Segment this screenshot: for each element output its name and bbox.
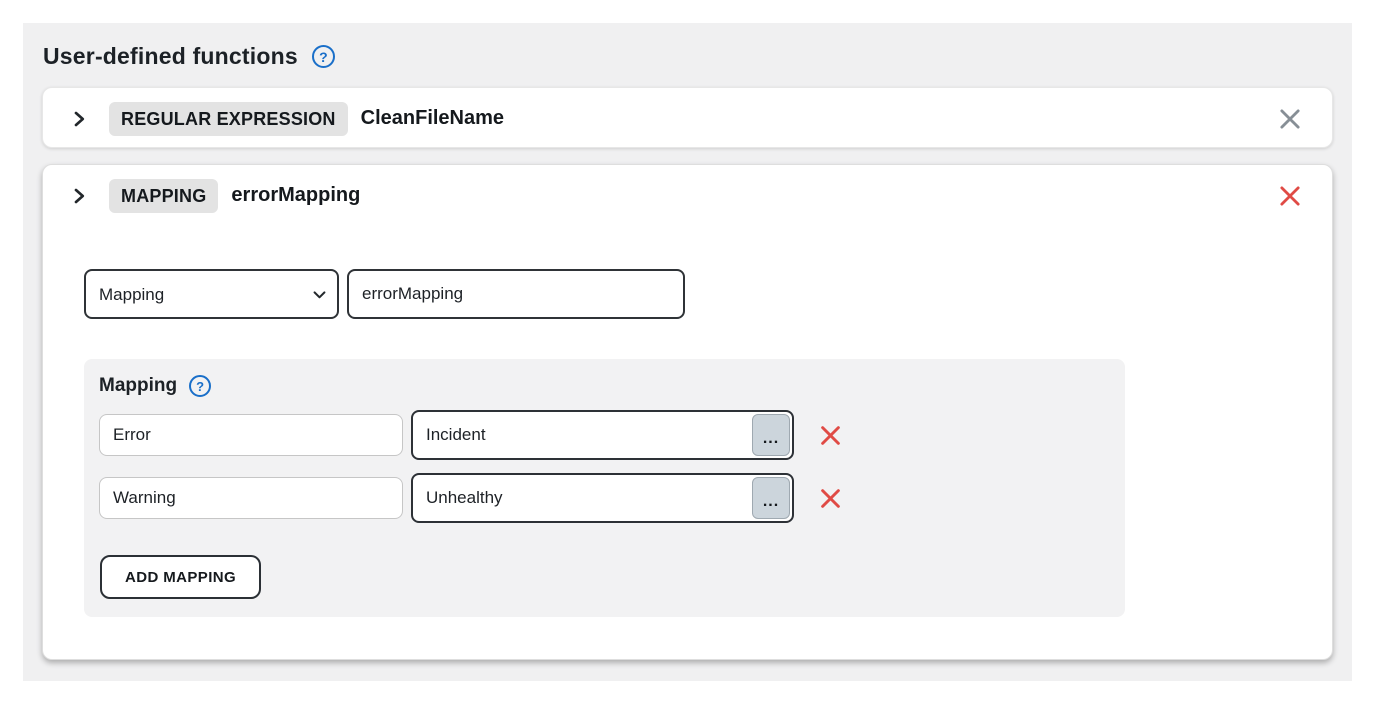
ellipsis-button[interactable]: ... xyxy=(752,477,790,519)
mapping-section: Mapping ? ... xyxy=(84,359,1125,617)
mapping-key-input[interactable] xyxy=(99,477,403,519)
remove-function-button[interactable] xyxy=(1275,181,1305,211)
close-icon xyxy=(817,485,844,512)
mapping-key-input[interactable] xyxy=(99,414,403,456)
function-name: CleanFileName xyxy=(360,107,505,129)
function-definition-row: Mapping xyxy=(84,269,1291,319)
function-type-badge: MAPPING xyxy=(109,178,219,213)
chevron-right-icon[interactable] xyxy=(70,187,88,205)
mapping-value-input[interactable] xyxy=(411,410,794,460)
function-card-header[interactable]: REGULAR EXPRESSION CleanFileName xyxy=(43,88,1332,149)
function-card-mapping: MAPPING errorMapping Mapping xyxy=(42,164,1333,660)
user-defined-functions-panel: User-defined functions ? REGULAR EXPRESS… xyxy=(23,23,1352,681)
function-name: errorMapping xyxy=(231,184,361,206)
help-icon[interactable]: ? xyxy=(189,375,212,397)
mapping-row: ... xyxy=(99,410,1110,460)
remove-mapping-row-button[interactable] xyxy=(816,484,844,512)
close-icon xyxy=(1276,105,1304,133)
mapping-value-wrap: ... xyxy=(411,473,794,523)
mapping-section-heading: Mapping ? xyxy=(99,375,1110,397)
function-name-input[interactable] xyxy=(347,269,685,319)
function-card-regular-expression: REGULAR EXPRESSION CleanFileName xyxy=(42,87,1333,148)
panel-heading-row: User-defined functions ? xyxy=(42,43,1333,70)
add-mapping-button[interactable]: ADD MAPPING xyxy=(100,555,262,599)
mapping-value-wrap: ... xyxy=(411,410,794,460)
function-card-header[interactable]: MAPPING errorMapping xyxy=(43,165,1332,226)
help-icon[interactable]: ? xyxy=(311,45,335,68)
ellipsis-button[interactable]: ... xyxy=(752,414,790,456)
close-icon xyxy=(1276,182,1304,210)
close-icon xyxy=(817,422,844,449)
remove-mapping-row-button[interactable] xyxy=(816,421,844,449)
function-type-select-wrap: Mapping xyxy=(84,269,339,319)
mapping-section-title: Mapping xyxy=(99,375,178,396)
function-type-select[interactable]: Mapping xyxy=(84,269,339,319)
chevron-right-icon[interactable] xyxy=(70,110,88,128)
mapping-row: ... xyxy=(99,473,1110,523)
mapping-value-input[interactable] xyxy=(411,473,794,523)
function-editor: Mapping Mapping ? xyxy=(43,226,1332,659)
function-type-badge: REGULAR EXPRESSION xyxy=(109,101,348,136)
page-title: User-defined functions xyxy=(43,43,298,69)
remove-function-button[interactable] xyxy=(1275,104,1305,134)
